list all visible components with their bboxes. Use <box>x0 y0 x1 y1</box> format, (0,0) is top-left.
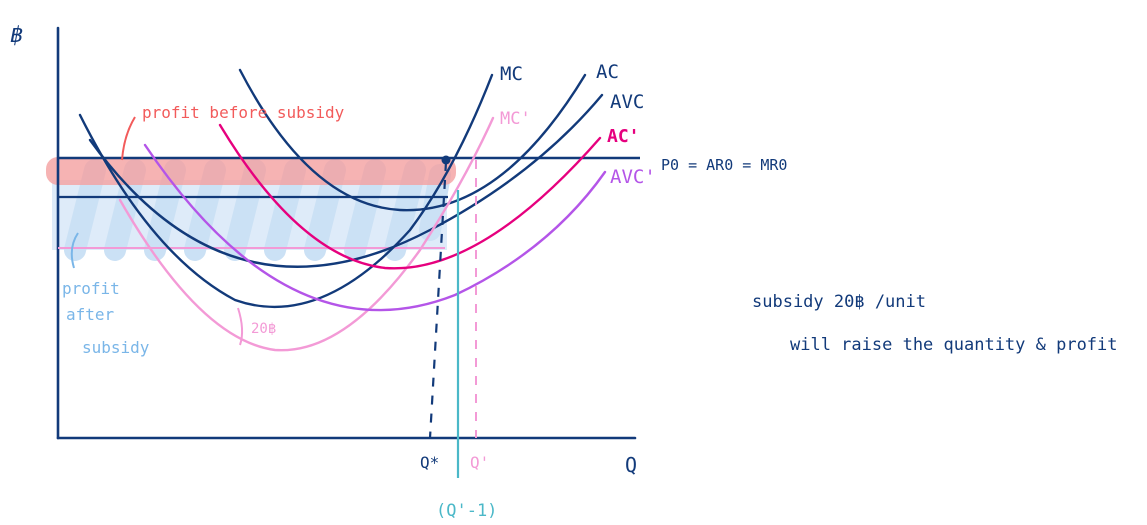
profit-before-subsidy-label: profit before subsidy <box>142 103 345 122</box>
subsidy-note-line1: subsidy 20฿ /unit <box>752 292 926 312</box>
ac-curve <box>238 68 587 212</box>
q-prime-label: Q' <box>470 453 489 472</box>
subsidy-note-line2: will raise the quantity & profit <box>790 335 1118 355</box>
avc1-label: AVC' <box>610 166 656 188</box>
profit-after-label-line3: subsidy <box>82 338 150 357</box>
mc-label: MC <box>500 63 523 85</box>
profit-after-label-line2: after <box>66 305 115 324</box>
ac1-label: AC' <box>607 126 640 147</box>
q-prime-minus-1-label: (Q'-1) <box>436 501 497 521</box>
equilibrium-point <box>441 155 451 165</box>
profit-after-pointer <box>70 232 79 269</box>
profit-before-pointer <box>121 116 136 161</box>
profit-after-label-line1: profit <box>62 279 120 298</box>
mc-curve <box>78 73 494 308</box>
ac1-curve <box>218 123 602 270</box>
subsidy-bracket <box>237 307 244 346</box>
x-axis-label: Q <box>625 453 637 477</box>
q-star-label: Q* <box>420 453 439 472</box>
subsidy-amount-label: 20฿ <box>251 321 276 337</box>
price-line-label: P0 = AR0 = MR0 <box>661 156 787 174</box>
avc1-curve <box>143 143 607 312</box>
mc1-label: MC' <box>500 109 531 129</box>
avc-label: AVC <box>610 91 644 113</box>
avc-curve <box>88 93 604 268</box>
ac-label: AC <box>596 61 619 83</box>
mc1-curve <box>118 116 495 352</box>
q-star-dashed-line <box>428 161 448 439</box>
y-axis-label: ฿ <box>10 23 23 48</box>
